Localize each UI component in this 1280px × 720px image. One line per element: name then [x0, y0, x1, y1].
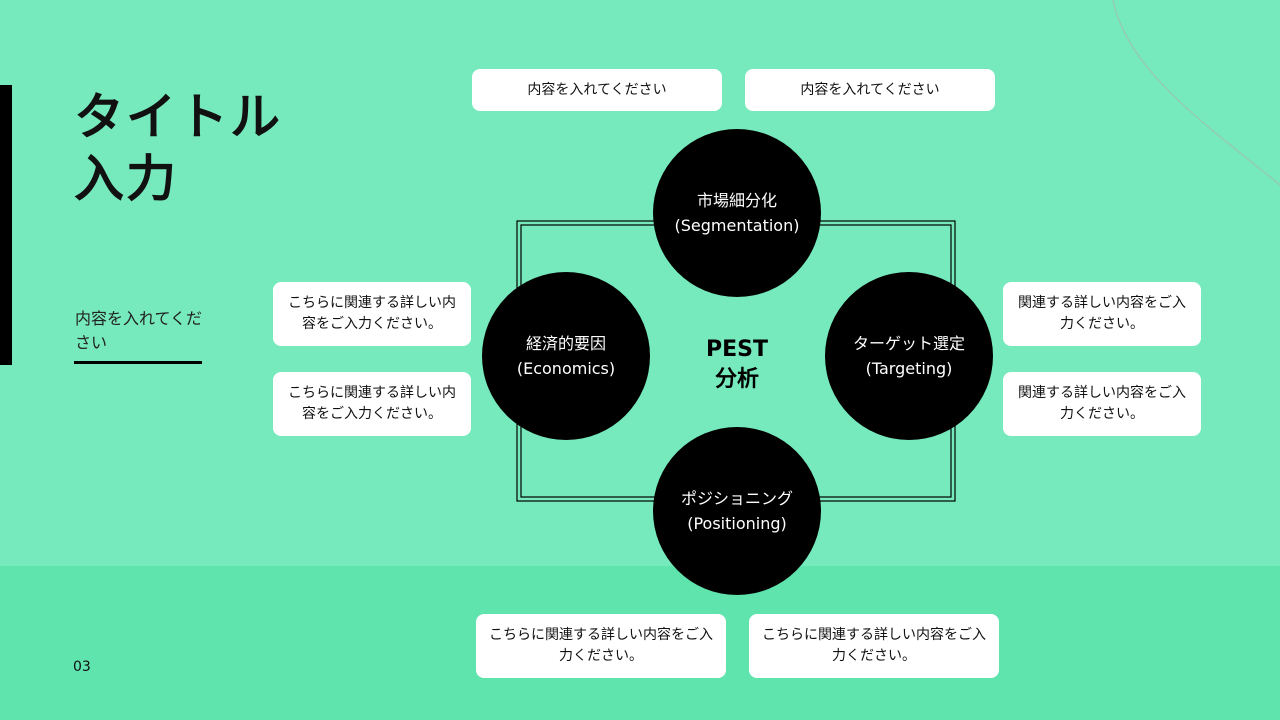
bottom-box-2[interactable]: こちらに関連する詳しい内容をご入力ください。 [749, 614, 999, 678]
left-box-2[interactable]: こちらに関連する詳しい内容をご入力ください。 [273, 372, 471, 436]
side-text: 内容を入れてください [75, 309, 203, 352]
circle-label: ポジショニング [680, 489, 793, 508]
circle-english-label: (Positioning) [687, 514, 787, 533]
accent-bar [0, 85, 12, 365]
slide-title: タイトル 入力 [74, 86, 282, 210]
circle-label: 市場細分化 [696, 191, 777, 210]
circle-positioning: ポジショニング (Positioning) [653, 427, 821, 595]
circle-label: ターゲット選定 [852, 334, 965, 353]
center-label: PEST 分析 [689, 335, 785, 395]
circle-english-label: (Segmentation) [674, 216, 800, 235]
center-label-line-1: PEST [705, 337, 768, 362]
circle-economics: 経済的要因 (Economics) [482, 272, 650, 440]
page-number: 03 [73, 659, 91, 675]
left-box-1[interactable]: こちらに関連する詳しい内容をご入力ください。 [273, 282, 471, 346]
circle-english-label: (Targeting) [865, 359, 953, 378]
top-box-1[interactable]: 内容を入れてください [472, 69, 722, 111]
right-box-2[interactable]: 関連する詳しい内容をご入力ください。 [1003, 372, 1201, 436]
circle-targeting: ターゲット選定 (Targeting) [825, 272, 993, 440]
bottom-box-1[interactable]: こちらに関連する詳しい内容をご入力ください。 [476, 614, 726, 678]
circle-label: 経済的要因 [525, 334, 606, 353]
side-underline [74, 361, 202, 364]
title-line-2: 入力 [74, 150, 178, 208]
top-box-2[interactable]: 内容を入れてください [745, 69, 995, 111]
title-line-1: タイトル [74, 88, 282, 146]
right-box-1[interactable]: 関連する詳しい内容をご入力ください。 [1003, 282, 1201, 346]
center-label-line-2: 分析 [714, 367, 759, 392]
circle-english-label: (Economics) [516, 359, 616, 378]
circle-segmentation: 市場細分化 (Segmentation) [653, 129, 821, 297]
